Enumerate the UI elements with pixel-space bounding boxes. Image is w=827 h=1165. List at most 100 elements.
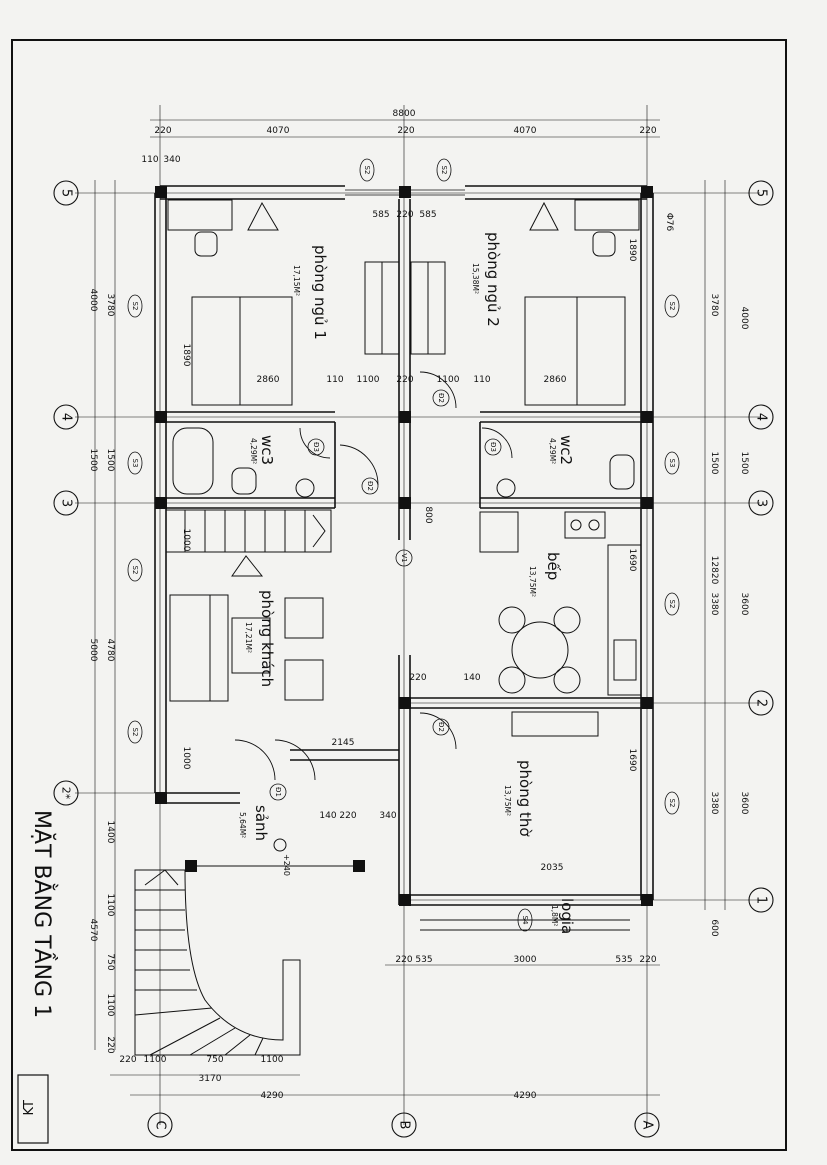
dim-left-1100-b: 1100: [105, 994, 115, 1017]
door-tag-stair: Đ2: [366, 481, 374, 491]
dimension-lines: [94, 119, 726, 1096]
dim-kitchen-1690: 1690: [627, 549, 637, 572]
grid-label-a: A: [640, 1121, 655, 1130]
dim-right-4000: 4000: [739, 307, 749, 330]
dim-hall-340: 340: [379, 811, 396, 821]
dim-stair-1100-a: 1100: [144, 1055, 167, 1065]
room-name-altar: phòng thờ: [516, 760, 534, 837]
door-tag-wc2: Đ3: [489, 442, 497, 452]
dim-top-110: 110: [141, 155, 158, 165]
dim-right-3780: 3780: [709, 294, 719, 317]
dim-top-220-a: 220: [154, 126, 171, 136]
dim-bottom-3000: 3000: [514, 955, 537, 965]
room-area-hall: 5,64M²: [238, 812, 247, 838]
room-area-wc3: 4,29M²: [249, 438, 258, 464]
window-tag-bed1: S2: [131, 302, 139, 311]
grid-label-2star-left: 2*: [60, 787, 73, 800]
grid-lines: [75, 105, 760, 1125]
dim-bottom-220-a: 220: [395, 955, 412, 965]
sheet-border: [11, 39, 787, 1151]
title-block-box: [17, 1074, 49, 1144]
grid-label-5-left: 5: [59, 189, 74, 197]
dim-right-3380-b: 3380: [709, 792, 719, 815]
room-area-living: 17,21M²: [244, 622, 253, 653]
dim-bottom-4290-left: 4290: [261, 1091, 284, 1101]
dim-altar-1690: 1690: [627, 749, 637, 772]
dim-left-1500-a: 1500: [88, 449, 98, 472]
dim-top-340: 340: [163, 155, 180, 165]
dim-bottom-4290-right: 4290: [514, 1091, 537, 1101]
door-tag-wc3: Đ3: [312, 442, 320, 452]
door-tag-entry: Đ1: [274, 787, 282, 797]
dim-right-1500-b: 1500: [709, 452, 719, 475]
level-mark: +240: [282, 854, 291, 876]
room-name-kitchen: bếp: [544, 552, 562, 580]
dim-right-600: 600: [709, 919, 719, 936]
dim-stair-750: 750: [206, 1055, 223, 1065]
room-name-wc3: wc3: [258, 435, 276, 465]
dim-stair-1100-b: 1100: [261, 1055, 284, 1065]
dim-living-1000: 1000: [181, 747, 191, 770]
dim-right-3600-a: 3600: [739, 593, 749, 616]
room-name-bed1: phòng ngủ 1: [311, 245, 329, 340]
window-tag-kitchen: S2: [668, 600, 676, 609]
grid-label-4-right: 4: [754, 413, 769, 421]
grid-bubbles: [53, 180, 774, 1138]
grid-label-5-right: 5: [754, 189, 769, 197]
dim-hall-140: 140: [319, 811, 336, 821]
dim-right-3600-b: 3600: [739, 792, 749, 815]
dim-bed1-1890: 1890: [181, 344, 191, 367]
room-name-wc2: wc2: [557, 435, 575, 465]
dim-2145: 2145: [332, 738, 355, 748]
dim-stair-1000: 1000: [181, 529, 191, 552]
dim-1100-a: 1100: [357, 375, 380, 385]
window-tag-living-2: S2: [131, 728, 139, 737]
room-area-kitchen: 13,75M²: [528, 566, 537, 597]
title-block-text: KT: [22, 1100, 37, 1116]
dim-stair-220: 220: [119, 1055, 136, 1065]
dim-bed2-1890: 1890: [627, 239, 637, 262]
dim-left-3780: 3780: [105, 294, 115, 317]
room-area-bed1: 17,15M²: [292, 265, 301, 296]
room-area-altar: 13,75M²: [503, 785, 512, 816]
room-area-loggia: 1,8M²: [550, 905, 559, 926]
dim-top-bay-right: 4070: [514, 126, 537, 136]
room-area-wc2: 4,29M²: [548, 438, 557, 464]
door-swings: [234, 371, 513, 781]
room-name-bed2: phòng ngủ 2: [484, 232, 502, 327]
sheet-title: MẶT BẰNG TẦNG 1: [29, 810, 58, 1018]
walls: [154, 185, 654, 931]
dim-left-1100-a: 1100: [105, 894, 115, 917]
window-tag-living-1: S2: [131, 566, 139, 575]
window-tag-wc2: S3: [668, 459, 676, 468]
dim-left-4780: 4780: [105, 639, 115, 662]
window-tag-top-left: S2: [363, 166, 371, 175]
grid-label-c: C: [153, 1120, 168, 1129]
window-tags: S2 S2 S2 S2 S3 S3 S2 S2 S2 S2 S4: [127, 158, 680, 932]
grid-label-b: B: [397, 1121, 412, 1130]
dim-140-kitchen: 140: [463, 673, 480, 683]
dim-220-center: 220: [396, 210, 413, 220]
dim-left-5000: 5000: [88, 639, 98, 662]
dim-585-right: 585: [419, 210, 436, 220]
room-name-loggia: logia: [558, 898, 576, 934]
room-area-bed2: 15,38M²: [471, 263, 480, 294]
dim-left-750: 750: [105, 953, 115, 970]
dim-220-kitchen: 220: [409, 673, 426, 683]
dim-220-b: 220: [396, 375, 413, 385]
dim-right-3380-a: 3380: [709, 593, 719, 616]
dim-3170: 3170: [199, 1074, 222, 1084]
dim-110-b: 110: [473, 375, 490, 385]
dim-left-1400: 1400: [105, 821, 115, 844]
window-tag-altar: S2: [668, 799, 676, 808]
dim-hall-220: 220: [339, 811, 356, 821]
room-name-living: phòng khách: [258, 590, 276, 687]
dim-right-1500-a: 1500: [739, 452, 749, 475]
dim-800: 800: [423, 506, 433, 523]
dim-left-1500-b: 1500: [105, 449, 115, 472]
door-tags: Đ3 Đ3 Đ2 Đ2 Đ2 Đ1 V1: [269, 389, 502, 801]
door-tag-bed2: Đ2: [437, 393, 445, 403]
grid-label-4-left: 4: [59, 413, 74, 421]
dim-top-220-b: 220: [397, 126, 414, 136]
